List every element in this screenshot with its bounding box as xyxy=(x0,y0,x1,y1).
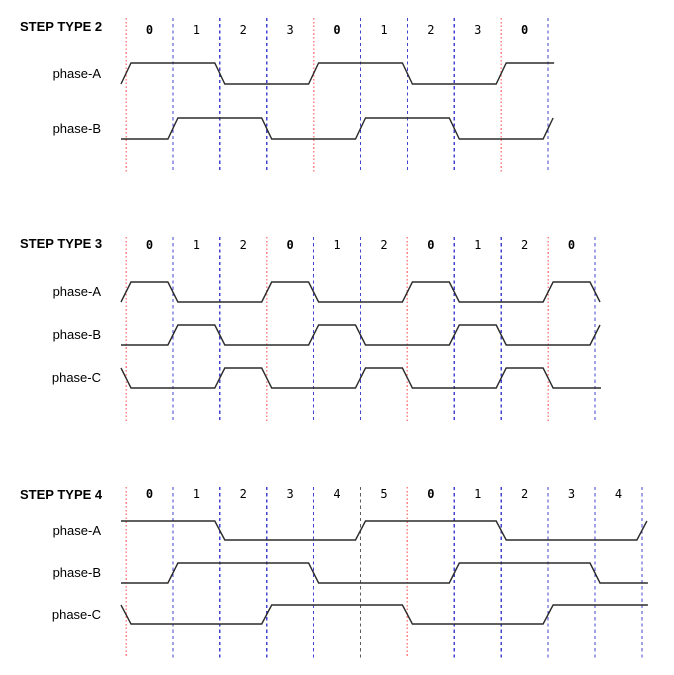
step-number: 0 xyxy=(145,23,154,37)
phase-B-label: phase-B xyxy=(52,565,101,580)
phase-C-waveform xyxy=(120,604,648,625)
step-number: 1 xyxy=(333,238,341,252)
phase-C-label: phase-C xyxy=(51,606,101,622)
step-number: 3 xyxy=(474,23,482,37)
section-title: STEP TYPE 3 xyxy=(20,236,103,251)
step-number: 0 xyxy=(567,238,576,252)
step-number: 1 xyxy=(192,238,200,252)
phase-A-label: phase-A xyxy=(52,65,101,81)
phase-B-waveform xyxy=(121,562,648,584)
step-number: 0 xyxy=(427,238,435,252)
phase-B-label: phase-B xyxy=(52,120,101,136)
step-number: 1 xyxy=(192,487,200,501)
step-number: 0 xyxy=(427,487,435,501)
phase-C-waveform xyxy=(120,367,601,389)
section-title: STEP TYPE 4 xyxy=(20,487,103,502)
section-title: STEP TYPE 2 xyxy=(20,19,103,34)
phase-A-waveform xyxy=(120,62,555,85)
step-number: 3 xyxy=(567,487,576,501)
step-number: 2 xyxy=(380,238,388,252)
phase-B-waveform xyxy=(121,117,554,140)
phase-C-label: phase-C xyxy=(51,370,101,385)
step-number: 0 xyxy=(286,238,294,252)
phase-B-label: phase-B xyxy=(52,327,101,342)
phase-A-waveform xyxy=(120,281,601,303)
step-number: 0 xyxy=(145,487,154,501)
phase-B-waveform xyxy=(121,324,601,346)
step-number: 2 xyxy=(239,487,247,501)
step-number: 4 xyxy=(614,487,623,501)
step-number: 1 xyxy=(380,23,388,37)
step-number: 2 xyxy=(427,23,435,37)
step-number: 1 xyxy=(474,487,482,501)
step-number: 2 xyxy=(521,487,529,501)
step-number: 0 xyxy=(333,23,341,37)
step-number: 0 xyxy=(521,23,529,37)
phase-A-label: phase-A xyxy=(52,522,101,538)
phase-A-label: phase-A xyxy=(52,284,101,299)
step-number: 4 xyxy=(333,487,341,501)
step-number: 3 xyxy=(286,23,294,37)
step-number: 1 xyxy=(474,238,482,252)
step-number: 5 xyxy=(380,487,388,501)
step-number: 1 xyxy=(192,23,200,37)
step-number: 0 xyxy=(145,238,154,252)
step-number: 2 xyxy=(239,23,247,37)
phase-A-waveform xyxy=(121,520,648,541)
step-number: 2 xyxy=(239,238,247,252)
step-number: 3 xyxy=(286,487,294,501)
step-number: 2 xyxy=(521,238,529,252)
